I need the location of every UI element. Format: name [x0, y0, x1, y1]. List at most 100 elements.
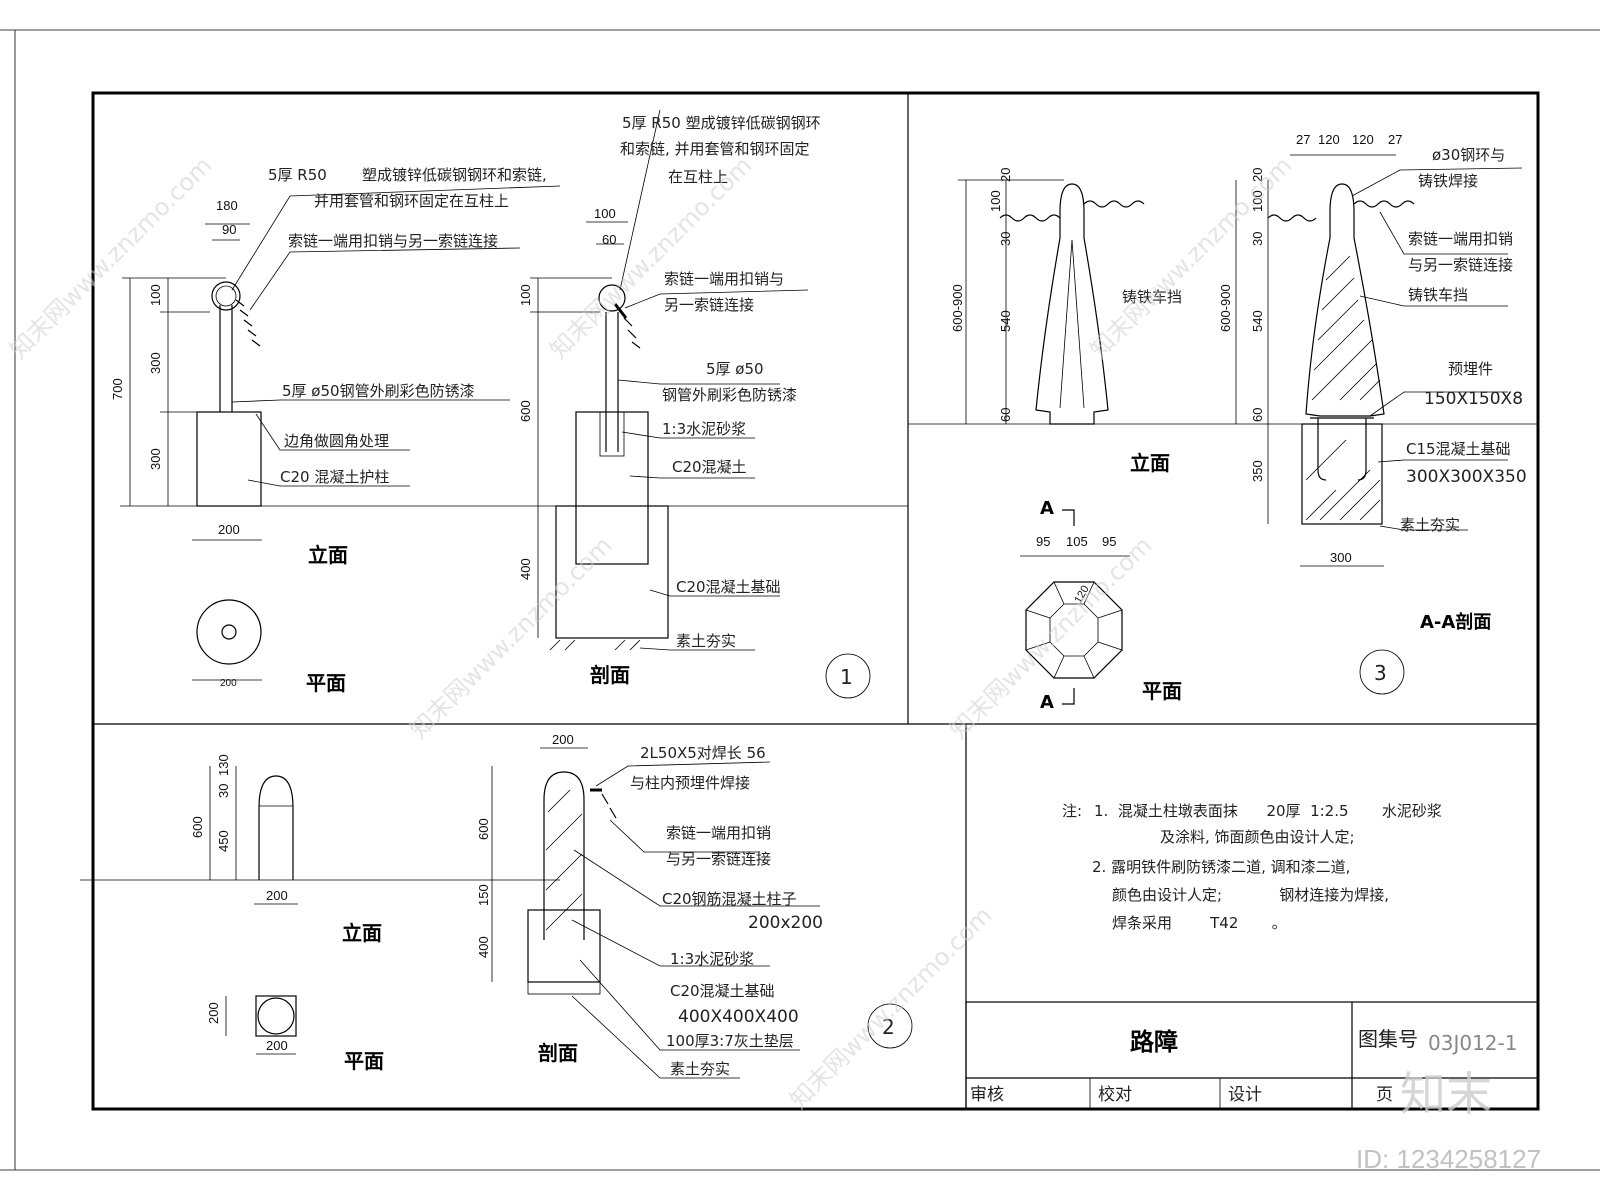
leader-corner [255, 413, 410, 451]
sec1-pin [613, 303, 628, 319]
d1s-soil: 素土夯实 [676, 632, 736, 650]
detail1-section [530, 109, 871, 699]
page-label: 页 [1376, 1085, 1393, 1105]
d1s-chain-2: 另一索链连接 [664, 296, 754, 314]
d2s-found-2: 400X400X400 [678, 1007, 799, 1027]
atlas-number: 03J012-1 [1428, 1031, 1517, 1055]
aa-bollard-hatch [1311, 255, 1381, 401]
steel-ring [211, 281, 241, 311]
d3-ring-2: 铸铁焊接 [1418, 172, 1478, 190]
section-mark-a-bottom [1062, 688, 1075, 705]
sec2-lime-layer [527, 981, 601, 995]
d1-dim-100: 100 [148, 284, 163, 306]
d3-plan-dim-1: 105 [1066, 534, 1088, 549]
d3-dim-top-1: 120 [1318, 132, 1340, 147]
title-block [965, 1001, 1539, 1110]
d3-dim-20: 20 [998, 168, 1013, 182]
d1-dim-200s: 200 [220, 678, 237, 689]
watermark-logo: 知末 [1400, 1067, 1492, 1121]
d2s-dim-150: 150 [476, 884, 491, 906]
d1-concrete-note: C20 混凝土护柱 [280, 468, 389, 486]
sec1-soil-hatch [549, 639, 641, 651]
sec2-foundation [527, 909, 601, 983]
d2s-chain-2: 与另一索链连接 [666, 850, 771, 868]
d2s-chain-1: 索链一端用扣销 [666, 824, 771, 842]
aa-foundation-hatch [1305, 439, 1381, 521]
d1s-dim-100: 100 [594, 206, 616, 221]
aa-chain-right [1353, 200, 1415, 208]
d2-elev-title: 立面 [342, 921, 382, 945]
sec1-leader-soil [639, 647, 755, 651]
d3-dim-30: 30 [998, 232, 1013, 246]
bollard-edge-l [1059, 239, 1073, 409]
d3-dim-range: 600-900 [950, 284, 965, 332]
d1-plan-title: 平面 [306, 671, 346, 695]
rc-column [543, 771, 585, 940]
oct-edge-3 [1097, 609, 1123, 619]
drawing-frame [91, 91, 1540, 1111]
d3-section-title: A-A剖面 [1420, 611, 1491, 633]
notes-line-5: 焊条采用 T42 。 [1112, 914, 1287, 932]
d1s-ring-1: 5厚 R50 塑成镀锌低碳钢钢环 [622, 114, 821, 132]
oct-edge-2 [1083, 581, 1095, 605]
bollard-edge-r [1071, 239, 1085, 409]
elev3-chain-right [1083, 200, 1145, 208]
d3-dim-30b: 30 [1250, 232, 1265, 246]
d3-dim-60: 60 [998, 408, 1013, 422]
d1-dim-300b: 300 [148, 448, 163, 470]
d2-number: 2 [882, 1015, 895, 1039]
notes-line-1: 1. 混凝土柱墩表面抹 20厚 1:2.5 水泥砂浆 [1094, 802, 1442, 820]
leader-pipe [231, 399, 510, 403]
aa-chain-left [1267, 214, 1317, 222]
d3-dim-300: 300 [1330, 550, 1352, 565]
d2s-soil: 素土夯实 [670, 1060, 730, 1078]
d2-dim-200pv: 200 [206, 1002, 221, 1024]
d3-cast: 铸铁车挡 [1408, 286, 1468, 304]
elev3-chain-left [999, 214, 1061, 222]
sec2-leader-mortar [571, 919, 770, 967]
d3-soil: 素土夯实 [1400, 516, 1460, 534]
watermark-id: ID: 1234258127 [1356, 1144, 1541, 1174]
d3-dim-20b: 20 [1250, 168, 1265, 182]
detail3-plan [1020, 509, 1130, 705]
drawing-title: 路障 [1130, 1028, 1178, 1056]
d3-elev-label: 铸铁车挡 [1122, 288, 1182, 306]
sec2-chain [601, 793, 617, 819]
sec1-leader-chain [624, 289, 809, 309]
d1-ring-desc-1: 塑成镀锌低碳钢钢环和索链, [362, 166, 547, 184]
aa-bollard [1305, 183, 1385, 417]
d2-dim-450: 450 [216, 830, 231, 852]
sec2-leader-angle [595, 761, 771, 787]
sec1-leader-c20 [629, 475, 755, 479]
detail2-elevation [80, 766, 560, 1055]
watermark-1: 知末网www.znzmo.com [4, 151, 217, 364]
notes-label: 注: [1062, 802, 1082, 820]
plan-circle-outer [196, 599, 262, 665]
sec2-leader-soil [571, 995, 740, 1079]
d2-dim-200: 200 [266, 888, 288, 903]
aa-leader-soil [1379, 525, 1468, 531]
steel-ring-inner [215, 285, 237, 307]
detail1-elevation [120, 185, 908, 681]
notes-line-4: 颜色由设计人定; 钢材连接为焊接, [1112, 886, 1389, 904]
d1-pipe-note: 5厚 ø50钢管外刷彩色防锈漆 [282, 382, 475, 400]
design-label: 设计 [1228, 1085, 1262, 1105]
review-label: 审核 [970, 1085, 1004, 1105]
d3-embed-2: 150X150X8 [1424, 389, 1523, 409]
leader-ring [231, 185, 561, 291]
d3-chain-1: 索链一端用扣销 [1408, 230, 1513, 248]
d1-elev-title: 立面 [308, 543, 348, 567]
concrete-guard-block [196, 411, 262, 507]
d3-dim-540b: 540 [1250, 310, 1265, 332]
leader-chain [249, 247, 521, 311]
sec1-foundation [555, 505, 669, 639]
d1-number: 1 [840, 665, 853, 689]
plan-circle-inner [221, 624, 237, 640]
d3-dim-top-3: 27 [1388, 132, 1402, 147]
aa-anchor-r [1357, 418, 1367, 481]
d3-dim-100: 100 [988, 190, 1003, 212]
aa-leader-chain [1379, 211, 1508, 255]
d3-found-2: 300X300X350 [1406, 467, 1527, 487]
plan2-circle [257, 997, 295, 1035]
watermark-2: 知末网www.znzmo.com [544, 151, 757, 364]
